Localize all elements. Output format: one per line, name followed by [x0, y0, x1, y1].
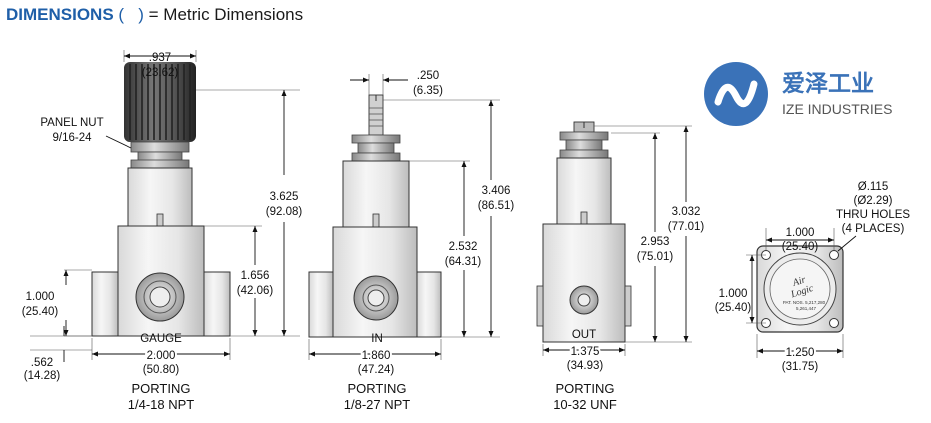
dim-body-height-mm-2: (64.31) [445, 256, 482, 268]
hole-diameter: Ø.115 [858, 181, 888, 193]
patent-line-1: PAT. NOS. 5,217,280 [783, 300, 826, 305]
dim-stem-width: .250 [417, 70, 439, 82]
dim-body-width-mm-3: (34.93) [567, 360, 604, 372]
dim-body-width-mm: (50.80) [143, 364, 180, 376]
regulator-gauge-view: GAUGE .937 (23.62) PANEL NUT 9/16-24 3.6… [22, 50, 303, 412]
company-logo: 爱泽工业 IZE INDUSTRIES [704, 62, 892, 126]
dim-body-height-2: 2.532 [449, 241, 478, 253]
dim-center-height-mm: (25.40) [22, 306, 59, 318]
page-title: DIMENSIONS ( ) = Metric Dimensions [6, 4, 303, 26]
dim-port-height: 1.656 [241, 270, 270, 282]
dim-body-width-mm-2: (47.24) [358, 364, 395, 376]
brand-air: Air [790, 274, 807, 289]
plate-width: 1.250 [786, 347, 815, 359]
title-dimensions: DIMENSIONS [6, 5, 114, 24]
dim-overall-height: 3.625 [270, 191, 299, 203]
dim-body-height-mm-3: (75.01) [637, 251, 674, 263]
panel-nut [130, 141, 190, 153]
dim-body-width-3: 1.375 [571, 346, 600, 358]
panel-nut-label: PANEL NUT [40, 117, 103, 129]
dim-body-width: 2.000 [147, 350, 176, 362]
porting-spec-3: 10-32 UNF [553, 397, 617, 412]
thru-holes-label: THRU HOLES [836, 209, 910, 221]
dim-overall-height-3: 3.032 [672, 206, 701, 218]
dim-base-offset: .562 [31, 357, 53, 369]
hole-spacing-v-mm: (25.40) [715, 302, 752, 314]
title-metric: = Metric Dimensions [148, 5, 304, 24]
port-label-in: IN [371, 333, 383, 345]
logo-cn-name: 爱泽工业 [782, 71, 874, 97]
mount-hole [829, 250, 839, 260]
plate-width-mm: (31.75) [782, 361, 819, 373]
porting-spec-2: 1/8-27 NPT [344, 397, 411, 412]
dim-base-offset-mm: (14.28) [24, 370, 61, 382]
dim-body-height-3: 2.953 [641, 236, 670, 248]
four-places-label: (4 PLACES) [842, 223, 905, 235]
mount-hole [829, 318, 839, 328]
porting-spec-1: 1/4-18 NPT [128, 397, 195, 412]
dim-overall-height-mm: (92.08) [266, 206, 303, 218]
porting-title-3: PORTING [556, 381, 615, 396]
dim-knob-width: .937 [149, 52, 171, 64]
hole-spacing-h-mm: (25.40) [782, 241, 819, 253]
logo-en-name: IZE INDUSTRIES [782, 101, 892, 117]
porting-title-2: PORTING [348, 381, 407, 396]
port-label-out: OUT [572, 329, 596, 341]
title-paren: ( ) [118, 5, 144, 24]
dim-stem-width-mm: (6.35) [413, 85, 443, 97]
regulator-outlet-view: OUT 3.032 (77.01) 2.953 (75.01) 1.375 (3… [536, 121, 705, 412]
patent-line-2: 5,261,447 [796, 306, 817, 311]
hole-spacing-v: 1.000 [719, 288, 748, 300]
dim-port-height-mm: (42.06) [237, 285, 274, 297]
knob [124, 62, 196, 142]
dim-overall-height-mm-3: (77.01) [668, 221, 705, 233]
dim-body-width-2: 1.860 [362, 350, 391, 362]
dim-overall-height-2: 3.406 [482, 185, 511, 197]
panel-nut-thread: 9/16-24 [52, 132, 92, 144]
dim-overall-height-mm-2: (86.51) [478, 200, 515, 212]
port-label-gauge: GAUGE [140, 333, 182, 345]
porting-title-1: PORTING [132, 381, 191, 396]
hole-spacing-h: 1.000 [786, 227, 815, 239]
hole-diameter-mm: (Ø2.29) [854, 195, 893, 207]
bottom-view: Air Logic PAT. NOS. 5,217,280 5,261,447 … [715, 181, 911, 373]
dim-knob-width-mm: (23.62) [142, 67, 179, 79]
dim-center-height: 1.000 [26, 291, 55, 303]
regulator-inlet-view: IN .250 (6.35) 3.406 (86.51) 2.532 (64.3… [308, 70, 515, 412]
